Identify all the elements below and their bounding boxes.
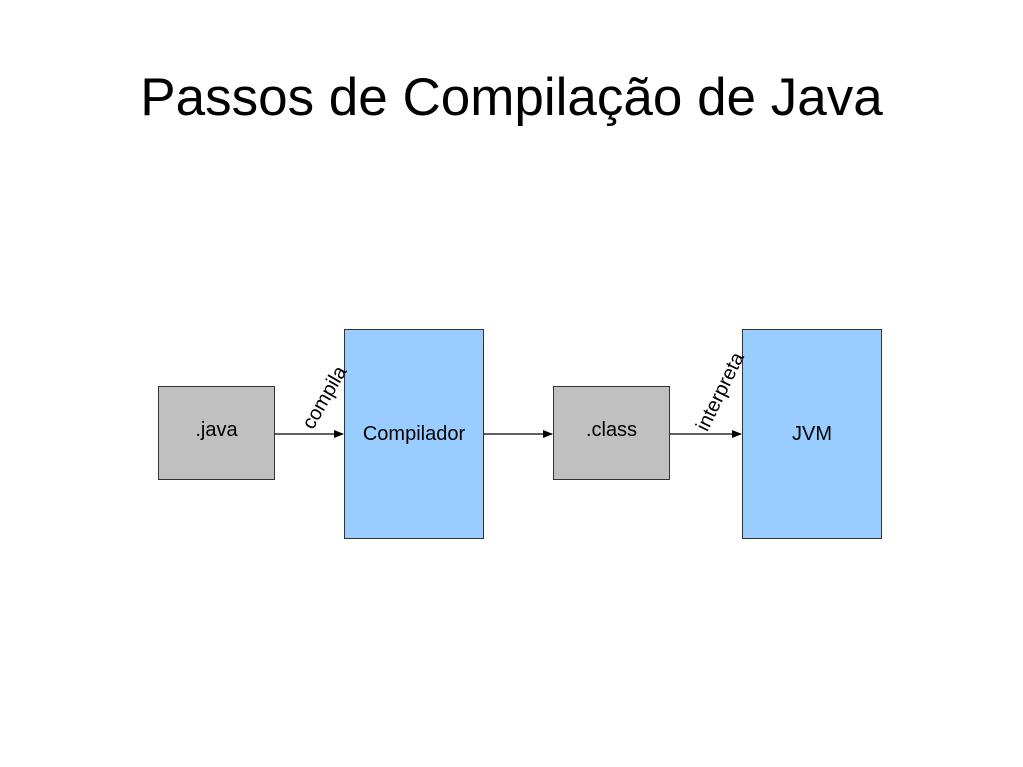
class-file-box: .class — [553, 386, 670, 480]
compiler-label: Compilador — [362, 422, 466, 445]
java-source-box: .java — [158, 386, 275, 480]
jvm-box: JVM — [742, 329, 882, 539]
compiler-box: Compilador — [344, 329, 484, 539]
class-file-label: .class — [585, 418, 638, 441]
slide-title: Passos de Compilação de Java — [140, 68, 883, 127]
jvm-label: JVM — [792, 422, 832, 445]
java-source-label: .java — [195, 418, 238, 441]
